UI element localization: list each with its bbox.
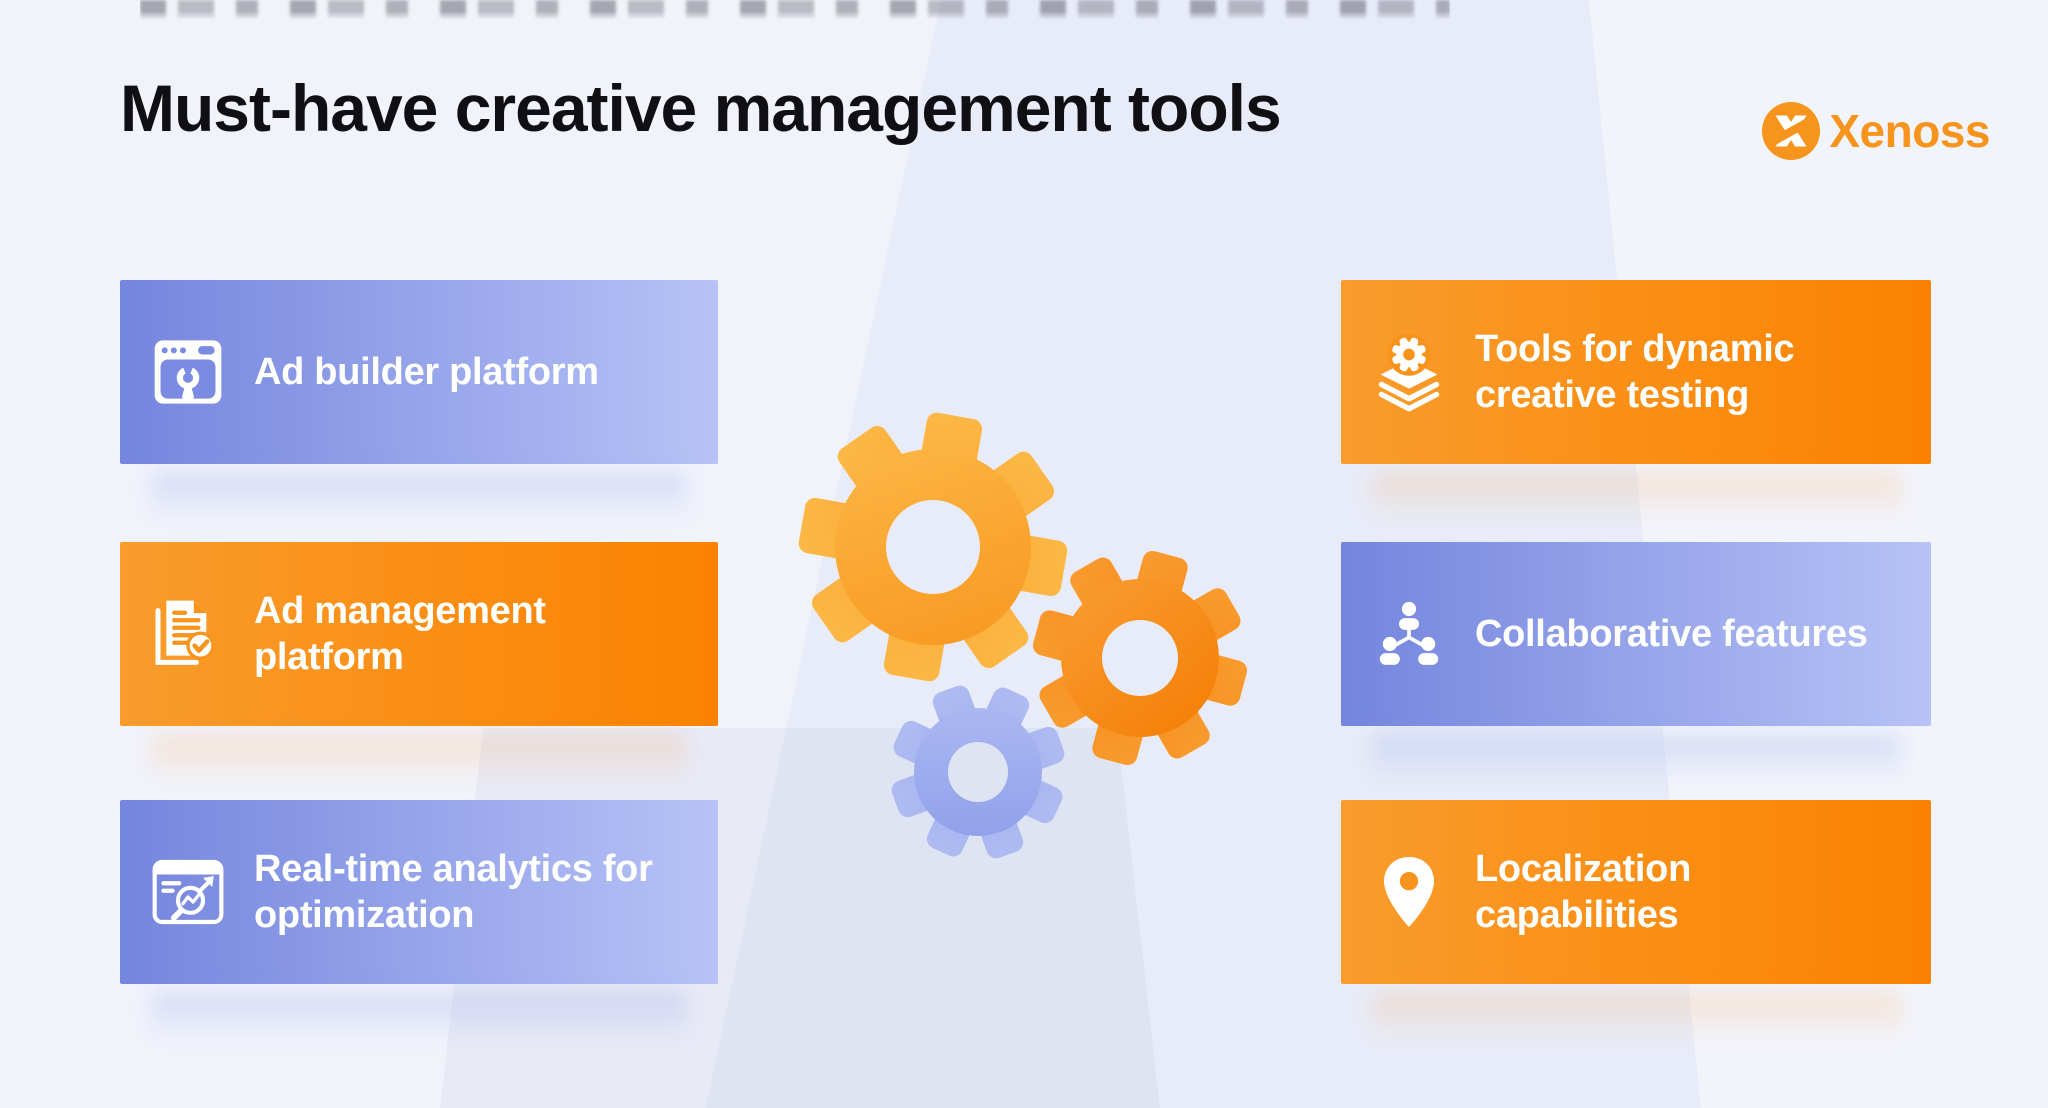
xenoss-logo: Xenoss [1762,102,1990,160]
card-label: Real-time analytics for optimization [254,848,653,936]
medium-gear-icon [1032,550,1248,766]
card-label: Collaborative features [1475,613,1868,655]
card-label: Ad builder platform [254,351,599,393]
cropped-text-noise [140,0,1450,20]
gear-layers-icon [1369,332,1449,412]
x-badge-icon [1762,102,1821,160]
card-label: Tools for dynamic creative testing [1475,328,1795,416]
card-collaborative-features: Collaborative features [1341,542,1931,726]
document-check-icon [148,594,228,674]
large-gear-icon [798,412,1068,682]
card-realtime-analytics: Real-time analytics for optimization [120,800,718,984]
location-pin-icon [1369,852,1449,932]
analytics-magnifier-icon [148,852,228,932]
card-ad-management-platform: Ad management platform [120,542,718,726]
card-dynamic-creative-testing: Tools for dynamic creative testing [1341,280,1931,464]
small-gear-icon [891,685,1065,859]
team-tree-icon [1369,594,1449,674]
browser-wrench-icon [148,332,228,412]
logo-wordmark: Xenoss [1829,105,1990,157]
card-label: Localization capabilities [1475,848,1691,936]
card-ad-builder-platform: Ad builder platform [120,280,718,464]
page-title: Must-have creative management tools [120,71,1282,145]
card-localization-capabilities: Localization capabilities [1341,800,1931,984]
card-label: Ad management platform [254,590,546,678]
